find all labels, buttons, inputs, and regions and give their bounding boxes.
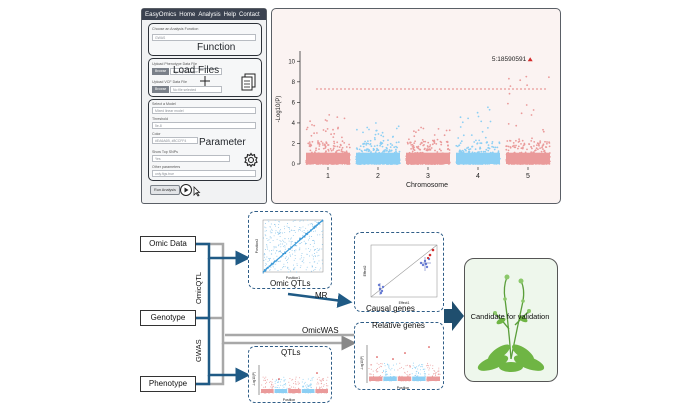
vcf-file-field[interactable]: No file selected <box>170 86 222 93</box>
candidate-arrow <box>444 301 464 331</box>
threshold-input[interactable]: 5e-8 <box>152 122 256 129</box>
relative-genes-points <box>368 346 441 382</box>
qtls-xlabel: Position <box>283 398 296 402</box>
x-tick-label-4: 4 <box>476 173 480 180</box>
y-tick-label-6: 6 <box>292 100 296 106</box>
load-files-title: Load Files <box>173 65 220 76</box>
play-cursor-icon <box>180 184 201 197</box>
chromosome-4-points <box>455 106 501 165</box>
causal-genes-title: Causal genes <box>366 304 415 313</box>
chromosome-1-points <box>305 114 351 165</box>
omic-qtls-ylabel: Position2 <box>255 239 259 253</box>
phenotype-box: Phenotype <box>140 376 196 392</box>
causal-genes-box: Effect1 Effect2 <box>354 232 444 312</box>
chromosome-5-points <box>505 75 551 165</box>
omic-data-box: Omic Data <box>140 236 196 252</box>
top-snps-select[interactable]: Yes <box>152 155 230 162</box>
plant-icon <box>477 274 545 372</box>
y-tick-label-2: 2 <box>292 141 296 147</box>
color-label: Color <box>152 132 161 136</box>
genotype-box: Genotype <box>140 310 196 326</box>
model-select[interactable]: Mixed linear model <box>152 107 256 114</box>
top-snp-marker <box>527 57 533 62</box>
causal-xlabel: Effect1 <box>399 301 410 305</box>
relative-genes-box: Position -Log10(P) <box>354 322 444 390</box>
top-snp-label: 5:18590591 <box>492 56 527 63</box>
manhattan-points <box>305 75 551 165</box>
y-tick-label-0: 0 <box>292 162 296 168</box>
qtls-box: Position -Log10(P) <box>248 346 332 403</box>
x-ticks: 1 2 3 4 5 <box>326 167 530 180</box>
function-section: Choose an Analysis Function GWAS Functio… <box>148 23 262 56</box>
y-ticks: 0 2 4 6 8 10 <box>288 59 300 168</box>
chromosome-3-points <box>405 126 451 165</box>
qtls-ylabel: -Log10(P) <box>252 372 256 386</box>
relative-genes-plot: Position -Log10(P) <box>360 345 441 390</box>
qtls-points <box>260 372 329 394</box>
omic-qtls-xlabel: Position1 <box>286 276 300 280</box>
relative-ylabel: -Log10(P) <box>360 356 364 370</box>
x-axis-label: Chromosome <box>406 182 448 189</box>
load-files-section: Upload Phenotype Data File Browse flg.tx… <box>148 58 262 97</box>
y-axis-label: -Log10(P) <box>276 96 282 123</box>
run-analysis-button[interactable]: Run Analysis <box>150 185 180 195</box>
top-snps-label: Show Top SNPs <box>152 150 178 154</box>
vcf-browse-button[interactable]: Browse <box>152 86 170 93</box>
nav-home[interactable]: Home <box>179 12 196 18</box>
plus-icon <box>200 76 210 86</box>
pheno-file-field[interactable]: flg.txt/phenotype <box>170 68 222 75</box>
qtls-plot: Position -Log10(P) <box>252 365 329 402</box>
parameter-title: Parameter <box>199 137 246 148</box>
chromosome-2-points <box>355 122 401 165</box>
omic-qtls-title: Omic QTLs <box>270 279 311 288</box>
omic-qtls-box: Position1 Position2 <box>248 211 332 289</box>
vcf-file-label: Upload VCF Data File <box>152 80 187 84</box>
relative-xlabel: Position <box>397 386 410 390</box>
mr-label: MR <box>315 291 328 300</box>
x-tick-label-2: 2 <box>376 173 380 180</box>
other-params-label: Other parameters <box>152 165 181 169</box>
documents-icon <box>241 73 256 91</box>
pheno-browse-button[interactable]: Browse <box>152 68 170 75</box>
candidate-box <box>464 258 558 382</box>
candidate-label: Candidate for validation <box>470 312 550 321</box>
y-tick-label-4: 4 <box>292 121 296 127</box>
other-params-input[interactable]: only.figs.true <box>152 170 256 177</box>
omicqtl-label: OmicQTL <box>194 271 203 304</box>
function-title: Function <box>197 42 236 53</box>
pheno-file-label: Upload Phenotype Data File <box>152 62 197 66</box>
qtls-title: QTLs <box>281 348 301 357</box>
relative-genes-title: Relative genes <box>372 321 425 330</box>
threshold-label: Threshold <box>152 117 168 121</box>
x-tick-label-3: 3 <box>426 173 430 180</box>
function-select[interactable]: GWAS <box>152 34 256 41</box>
parameter-section: Select a Model Mixed linear model Thresh… <box>148 99 262 181</box>
gwas-label: GWAS <box>194 339 203 362</box>
omicwas-label: OmicWAS <box>302 326 339 335</box>
gear-icon[interactable] <box>243 152 259 168</box>
function-field-label: Choose an Analysis Function <box>152 27 199 31</box>
color-input[interactable]: #EA6A6B, #8CCFF4 <box>152 137 198 144</box>
app-brand[interactable]: EasyOmics <box>145 11 177 18</box>
nav-contact[interactable]: Contact <box>239 12 260 18</box>
nav-analysis[interactable]: Analysis <box>198 12 221 18</box>
causal-genes-plot: Effect1 Effect2 <box>363 244 438 305</box>
y-tick-label-8: 8 <box>292 80 296 86</box>
x-tick-label-5: 5 <box>526 173 530 180</box>
causal-ylabel: Effect2 <box>363 266 367 277</box>
nav-help[interactable]: Help <box>223 12 236 18</box>
y-tick-label-10: 10 <box>288 59 295 65</box>
omic-qtls-plot: Position1 Position2 <box>255 219 324 280</box>
x-tick-label-1: 1 <box>326 173 330 180</box>
model-label: Select a Model <box>152 102 176 106</box>
